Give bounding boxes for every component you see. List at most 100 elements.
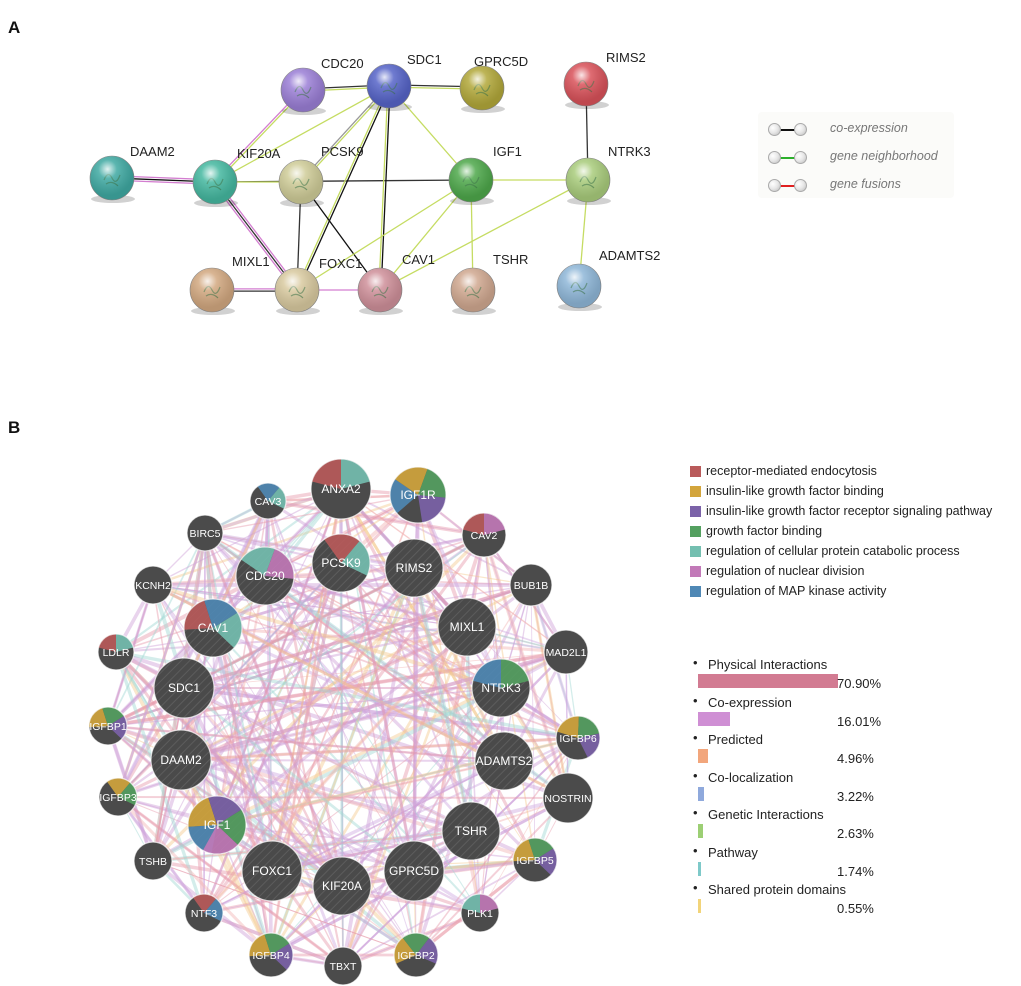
node-tshb[interactable]: TSHB [133,841,173,881]
function-swatch [690,566,701,577]
node-label-foxc1: FOXC1 [319,256,362,271]
node-rims2[interactable]: RIMS2 [563,50,646,109]
node-cav1[interactable]: CAV1 [357,252,435,315]
node-slice-igfbp6-2 [578,733,600,758]
node-gprc5d[interactable]: GPRC5D [459,54,528,113]
node-ntrk3[interactable]: NTRK3 [565,144,651,205]
node-kcnh2[interactable]: KCNH2 [133,565,173,605]
node-kif20a[interactable]: KIF20A [312,856,372,916]
node-tbxt[interactable]: TBXT [323,946,363,986]
node-pcsk9[interactable]: PCSK9 [278,144,364,207]
node-nostrin[interactable]: NOSTRIN [542,772,594,824]
edge-sdc1-cav3 [182,500,270,689]
node-slice-cav2-0 [462,513,484,535]
node-adamts2[interactable]: ADAMTS2 [474,731,534,791]
legend-row-gene-neighborhood: gene neighborhood [768,145,958,165]
function-legend-row-regulation-of-nuclear-division: regulation of nuclear division [690,563,1020,581]
edge-rims2-ntf3 [202,567,416,914]
node-igfbp6[interactable]: IGFBP6 [555,715,601,761]
edge-tshr-foxc1 [271,830,472,872]
node-igfbp3[interactable]: IGFBP3 [98,777,138,817]
edge-cav1-kif20a [211,627,344,887]
node-igf1[interactable]: IGF1 [448,144,522,205]
node-slice-anxa2-1 [341,459,371,489]
node-sdc1[interactable]: SDC1 [366,52,442,111]
node-mixl1[interactable]: MIXL1 [189,254,270,315]
node-cav1[interactable]: CAV1 [183,598,243,658]
node-cdc20[interactable]: CDC20 [280,56,364,115]
function-label: insulin-like growth factor receptor sign… [706,504,993,518]
node-slice-igf1-2 [208,796,242,825]
node-tshr[interactable]: TSHR [450,252,528,315]
node-igfbp2[interactable]: IGFBP2 [393,932,439,978]
edge-kif20a-daam2 [180,759,343,887]
node-label-tshr: TSHR [455,824,488,838]
node-cdc20[interactable]: CDC20 [235,546,295,606]
node-label-gprc5d: GPRC5D [474,54,528,69]
edge-tshr-rims2 [412,567,473,832]
node-ldlr[interactable]: LDLR [97,633,135,671]
node-daam2[interactable]: DAAM2 [89,144,175,203]
edge-tbxt-ntrk3 [342,687,502,967]
legend-knob-left [768,151,781,164]
node-slice-plk1-1 [480,894,499,913]
node-tshr[interactable]: TSHR [441,801,501,861]
network-type-label: Genetic Interactions [708,807,824,822]
node-label-daam2: DAAM2 [160,753,202,767]
node-mixl1[interactable]: MIXL1 [437,597,497,657]
network-type-bar [698,711,730,726]
node-igfbp1[interactable]: IGFBP1 [88,706,128,746]
node-bub1b[interactable]: BUB1B [509,563,553,607]
node-birc5[interactable]: BIRC5 [186,514,224,552]
node-mad2l1[interactable]: MAD2L1 [543,629,589,675]
edge-tshb-igfbp2 [152,860,417,956]
edge-plk1-ntrk3 [479,687,502,914]
node-igfbp4[interactable]: IGFBP4 [248,932,294,978]
edge-sdc1-foxc1 [182,687,274,872]
bullet: • [693,767,698,783]
edge-igfbp2-sdc1 [182,687,418,956]
network-type-percent: 3.22% [837,788,874,804]
node-rims2[interactable]: RIMS2 [384,538,444,598]
edge-mixl1-ldlr [115,625,468,654]
node-cav3[interactable]: CAV3 [249,482,287,520]
node-foxc1[interactable]: FOXC1 [241,840,303,902]
node-igf1[interactable]: IGF1 [187,795,247,855]
panel-a-letter: A [8,18,21,37]
node-sdc1[interactable]: SDC1 [153,657,215,719]
edge-mixl1-tshr [465,626,473,832]
node-label-pcsk9: PCSK9 [321,144,364,159]
edge-tshb-pcsk9 [151,562,343,862]
node-anxa2[interactable]: ANXA2 [310,458,372,520]
edge-tbxt-igfbp3 [117,795,344,968]
node-ntrk3[interactable]: NTRK3 [471,658,531,718]
node-cav2[interactable]: CAV2 [461,512,507,558]
edge-igfbp6-sdc1 [183,686,579,740]
node-daam2[interactable]: DAAM2 [150,729,212,791]
node-kif20a[interactable]: KIF20A [192,146,281,207]
edge-igfbp3-birc5 [116,532,207,798]
node-ntf3[interactable]: NTF3 [184,893,224,933]
edge-daam2-adamts2 [180,758,505,763]
legend-knob-left [768,123,781,136]
node-pcsk9[interactable]: PCSK9 [311,533,371,593]
node-gprc5d[interactable]: GPRC5D [383,840,445,902]
node-plk1[interactable]: PLK1 [460,893,500,933]
node-foxc1[interactable]: FOXC1 [274,256,362,315]
edge-foxc1-mixl1 [271,626,468,872]
node-label-foxc1: FOXC1 [252,864,292,878]
edge-mad2l1-kcnh2 [152,583,567,654]
edge-ntrk3-pcsk9 [340,562,502,689]
edge-igf1-pcsk9 [216,562,342,826]
function-swatch [690,586,701,597]
bullet: • [693,655,698,670]
node-igfbp5[interactable]: IGFBP5 [512,837,558,883]
node-label-igf1: IGF1 [204,818,231,832]
node-adamts2[interactable]: ADAMTS2 [556,248,660,311]
node-label-sdc1: SDC1 [407,52,442,67]
function-legend-row-insulin-like-growth-factor-receptor-signaling-pathway: insulin-like growth factor receptor sign… [690,503,1020,521]
edge-pcsk9-cav1 [300,181,381,291]
network-type-percent: 70.90% [837,676,882,691]
node-igf1r[interactable]: IGF1R [389,466,447,524]
